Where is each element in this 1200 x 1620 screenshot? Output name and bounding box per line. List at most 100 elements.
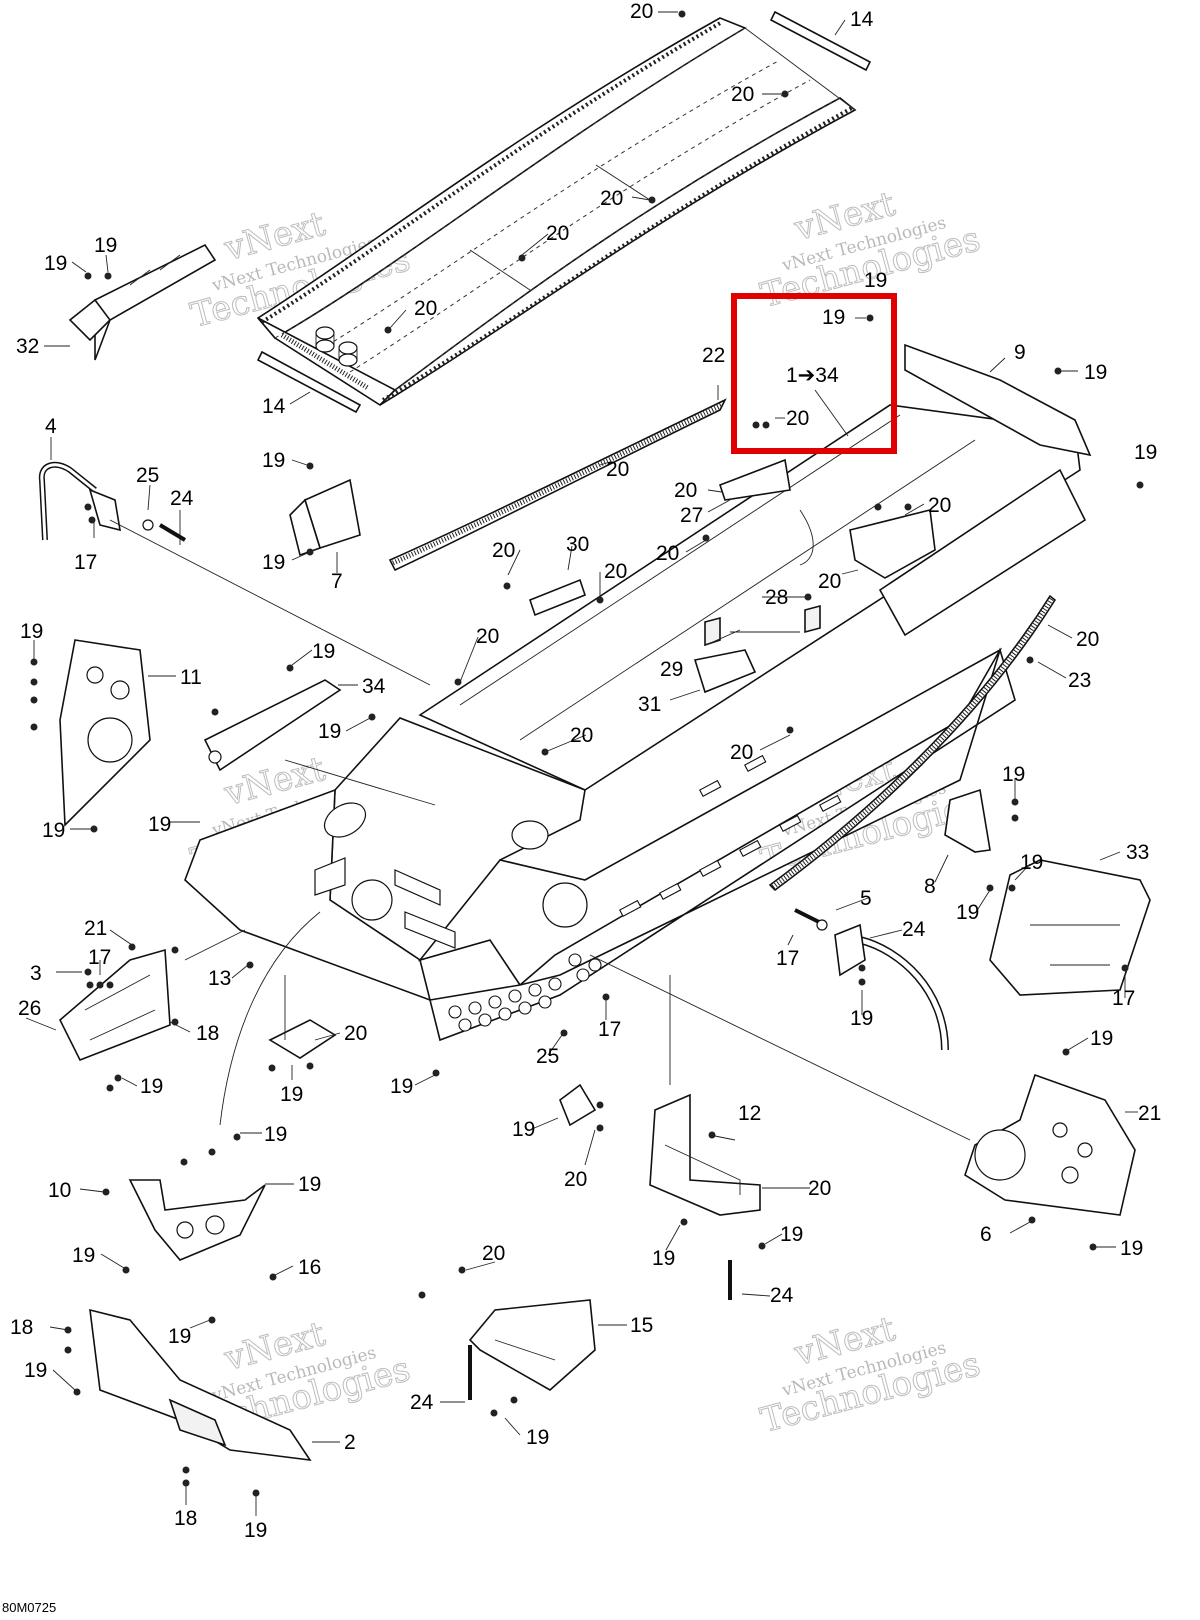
callout-label: 19 — [44, 252, 67, 275]
bracket-28 — [849, 509, 936, 579]
bracket-13 — [268, 1019, 337, 1059]
callout-label: 17 — [776, 947, 799, 970]
callout-label: 20 — [476, 625, 499, 648]
main-chassis — [184, 404, 1087, 1042]
callout-label: 19 — [850, 1007, 873, 1030]
watermark-bottom-right: vNext vNext Technologies Technologies — [756, 1308, 985, 1441]
callout-label: 19 — [1090, 1027, 1113, 1050]
callout-label: 27 — [680, 504, 703, 527]
callout-label: 3 — [30, 962, 42, 985]
callout-label: 19 — [652, 1247, 675, 1270]
floor-slots — [619, 754, 842, 917]
bracket-32 — [68, 243, 217, 361]
bolt-markers — [30, 10, 1144, 1497]
callout-label: 7 — [331, 570, 343, 593]
callout-label: 19 — [168, 1325, 191, 1348]
callout-label: 4 — [45, 415, 57, 438]
callout-label: 20 — [730, 741, 753, 764]
bracket-15 — [468, 1299, 596, 1391]
callout-label: 19 — [72, 1244, 95, 1267]
callout-label: 19 — [148, 813, 171, 836]
callout-label: 19 — [780, 1223, 803, 1246]
callout-label: 20 — [1076, 628, 1099, 651]
callout-label: 20 — [808, 1177, 831, 1200]
callout-label: 14 — [850, 8, 874, 31]
callout-label: 18 — [174, 1507, 197, 1530]
callout-numbers: 20 14 20 20 20 20 14 19 19 32 19 9 19 22… — [10, 0, 1161, 1542]
callout-label: 17 — [88, 946, 111, 969]
rail-14-top — [769, 10, 872, 72]
callout-label: 19 — [390, 1075, 413, 1098]
callout-label: 24 — [902, 918, 926, 941]
callout-label: 20 — [570, 724, 593, 747]
callout-label: 19 — [1084, 361, 1107, 384]
callout-label: 19 — [312, 640, 335, 663]
plate-12 — [964, 1073, 1136, 1216]
callout-label: 20 — [928, 494, 951, 517]
callout-label: 19 — [280, 1083, 303, 1106]
bracket-33 — [989, 859, 1151, 996]
highlight-rectangle — [731, 293, 897, 454]
callout-label: 19 — [512, 1118, 535, 1141]
callout-label: 2 — [344, 1431, 356, 1454]
callout-label: 19 — [24, 1359, 47, 1382]
bracket-31 — [693, 649, 757, 694]
callout-label: 19 — [262, 449, 285, 472]
callout-label: 19 — [20, 620, 43, 643]
callout-label: 24 — [770, 1284, 794, 1307]
bracket-10 — [128, 1179, 266, 1261]
callout-label: 19 — [264, 1123, 287, 1146]
callout-label: 24 — [410, 1391, 434, 1414]
callout-label: 20 — [564, 1168, 587, 1191]
callout-label: 19 — [1120, 1237, 1143, 1260]
callout-label: 33 — [1126, 841, 1149, 864]
callout-label: 5 — [860, 887, 872, 910]
highlight-bolt-20-label: 20 — [786, 407, 809, 430]
callout-label: 31 — [638, 693, 661, 716]
callout-label: 20 — [674, 479, 697, 502]
highlight-box: 19 1➔34 20 — [731, 293, 897, 454]
bracket-3 — [59, 948, 171, 1062]
callout-label: 20 — [600, 187, 623, 210]
callout-label: 19 — [94, 234, 117, 257]
callout-label: 22 — [702, 344, 725, 367]
callout-label: 23 — [1068, 669, 1091, 692]
callout-label: 24 — [170, 487, 194, 510]
callout-label: 21 — [84, 917, 107, 940]
callout-label: 25 — [536, 1045, 559, 1068]
callout-label: 19 — [1134, 441, 1157, 464]
callout-label: 20 — [818, 570, 841, 593]
callout-label: 20 — [492, 539, 515, 562]
callout-label: 19 — [526, 1426, 549, 1449]
bracket-30 — [529, 578, 586, 617]
tunnel-cover-assembly — [256, 17, 857, 407]
bracket-6 — [559, 1083, 597, 1127]
bracket-29 — [704, 604, 821, 647]
callout-label: 6 — [980, 1223, 992, 1246]
highlight-range-label: 1➔34 — [786, 364, 839, 387]
callout-label: 19 — [956, 901, 979, 924]
leader-lines — [25, 11, 1138, 1516]
callout-label: 19 — [864, 269, 887, 292]
callout-label: 32 — [16, 335, 39, 358]
callout-label: 20 — [344, 1022, 367, 1045]
bracket-16 — [649, 1093, 761, 1216]
callout-label: 19 — [262, 551, 285, 574]
callout-label: 14 — [262, 395, 286, 418]
callout-label: 12 — [738, 1102, 761, 1125]
callout-label: 20 — [604, 560, 627, 583]
callout-label: 9 — [1014, 341, 1026, 364]
bracket-27 — [718, 458, 791, 501]
callout-label: 19 — [1002, 763, 1025, 786]
callout-label: 20 — [656, 542, 679, 565]
callout-label: 21 — [1138, 1102, 1161, 1125]
tube-5 — [834, 923, 949, 1051]
callout-label: 19 — [298, 1173, 321, 1196]
callout-label: 8 — [924, 875, 936, 898]
callout-label: 28 — [765, 586, 788, 609]
rail-23 — [768, 594, 1057, 892]
callout-label: 18 — [196, 1022, 219, 1045]
callout-label: 19 — [244, 1519, 267, 1542]
callout-label: 16 — [298, 1256, 321, 1279]
